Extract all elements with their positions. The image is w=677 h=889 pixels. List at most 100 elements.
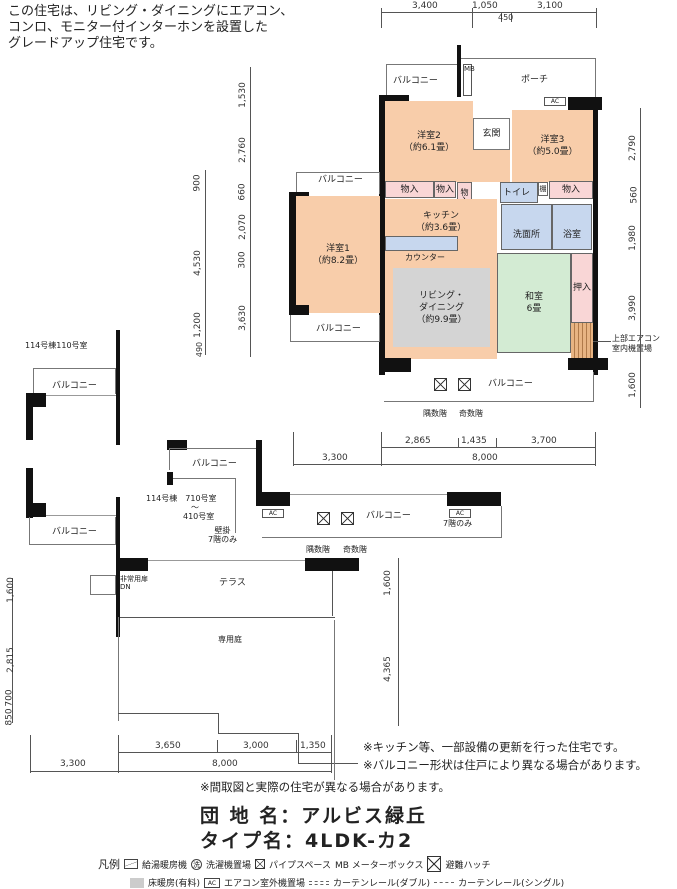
dim-label: 450 [498,13,514,22]
dim-label: 1,600 [382,570,393,596]
dim-label: 2,865 [405,436,431,446]
room-size: （約9.9畳） [416,314,467,325]
oshiire-label: 押入 [572,283,591,293]
closet-label: 物入 [561,185,580,195]
dim-label: 900 [192,174,203,192]
intro-text: この住宅は、リビング・ダイニングにエアコン、 コンロ、モニター付インターホンを設… [8,4,293,52]
dim-label: 8,000 [212,759,238,769]
dim-label: 850 [4,708,15,726]
dim-label: 2,790 [627,135,638,161]
shelf-label: 棚 [539,185,547,193]
odd-floor-label: 奇数階 [459,409,483,418]
label-line: 410号室 [183,512,215,521]
dim-label: 1,980 [627,225,638,251]
room-washroom: 洗面所 [501,204,552,250]
room-western-2: 洋室2 （約6.1畳） [385,101,473,182]
room-toilet: トイレ [500,182,538,203]
garden-label: 専用庭 [218,635,242,644]
note: ※バルコニー形状は住戸により異なる場合があります。 [363,758,648,772]
legend-item: 床暖房(有料) [148,879,201,889]
room-size: （約3.6畳） [415,223,467,233]
legend-row-1: 凡例 給湯暖房機 洗 洗濯機置場 パイプスペース MB メーターボックス 避難ハ… [98,856,491,872]
legend-item: エアコン室外機置場 [224,879,306,889]
single-rail-icon [434,882,455,883]
balcony-label: バルコニー [192,459,237,469]
dim-label: 660 [237,183,248,201]
room-size: （約5.0畳） [527,147,578,157]
label-line: DN [120,583,131,591]
porch-label: ポーチ [521,75,549,85]
room-name: トイレ [503,187,531,198]
closet: 物入 [549,181,593,199]
ac-label: AC [455,510,465,517]
dim-label: 1,200 [192,312,203,338]
room-size: （約6.1畳） [403,142,455,153]
dim-label: 1,050 [472,1,498,11]
hatch-icon [458,378,471,391]
dim-label: 1,350 [300,741,326,751]
complex-name: 団 地 名：アルビス緑丘 [200,805,428,827]
balcony-label: バルコニー [52,527,97,537]
room-size: 6畳 [526,304,542,314]
dim-label: 3,300 [60,759,86,769]
label-line: ～ [191,503,199,512]
hatch-icon [434,378,447,391]
dim-label: 8,000 [472,453,498,463]
dim-label: 3,100 [537,1,563,11]
label-line: 室内機置場 [612,344,652,353]
balcony-label: バルコニー [318,175,363,185]
balcony-label: バルコニー [393,76,438,86]
even-floor-label: 隅数階 [423,409,447,418]
dim-label: 2,760 [237,137,248,163]
dim-label: 490 [195,341,205,358]
unit-label: 114号棟110号室 [25,341,88,350]
dim-label: 4,530 [192,250,203,276]
shelf: 棚 [538,182,548,196]
ac-outdoor-unit: AC [262,509,284,518]
room-name: ダイニング [418,302,464,313]
double-rail-icon [309,880,330,885]
room-name: キッチン [422,211,459,221]
dim-label: 3,990 [627,295,638,321]
floor-heating-icon [130,877,144,888]
dim-label: 560 [629,186,640,204]
legend-item: 避難ハッチ [445,860,491,871]
ac-label: AC [550,98,560,105]
legend-item: パイプスペース [269,860,331,871]
terrace-label: テラス [219,578,246,588]
dim-label: 1,600 [627,372,638,398]
closet: 物入 [434,181,456,198]
dim-label: 4,365 [382,656,393,682]
room-name: リビング・ [418,290,464,301]
legend-item: カーテンレール(シングル) [458,879,565,889]
washer-icon: 洗 [191,858,203,870]
dim-label: 3,000 [243,741,269,751]
hatch-icon [317,512,330,525]
ac-indoor-space [571,323,593,358]
unit-710-label: 114号棟 710号室 ～ 410号室 [146,494,217,521]
room-bath: 浴室 [552,204,592,250]
dim-label: 2,070 [237,214,248,240]
room-western-1: 洋室1 （約8.2畳） [296,196,380,313]
label-line: 非常用扉 [120,575,148,583]
note: ※間取図と実際の住宅が異なる場合があります。 [200,780,450,794]
room-name: 洋室3 [540,135,565,145]
room-western-3: 洋室3 （約5.0畳） [512,110,593,182]
ac-icon: AC [204,877,221,888]
dim-label: 1,600 [5,577,16,603]
closet: 物入 [385,181,434,198]
ac-indoor-label: 上部エアコン 室内機置場 [612,334,660,354]
dim-label: 700 [4,689,15,707]
label-line: 7階のみ [208,535,238,544]
hallway [473,150,510,182]
room-size: （約8.2畳） [312,255,364,266]
legend-item: MB メーターボックス [334,860,424,871]
mb-label: MB [464,65,475,73]
note: ※キッチン等、一部設備の更新を行った住宅です。 [363,740,625,754]
room-entrance: 玄関 [473,118,510,150]
room-living-dining: リビング・ ダイニング （約9.9畳） [393,268,490,347]
balcony-label: バルコニー [366,511,411,521]
balcony-label: バルコニー [316,324,361,334]
room-name: 浴室 [562,230,581,240]
room-name: 洋室2 [417,130,441,141]
